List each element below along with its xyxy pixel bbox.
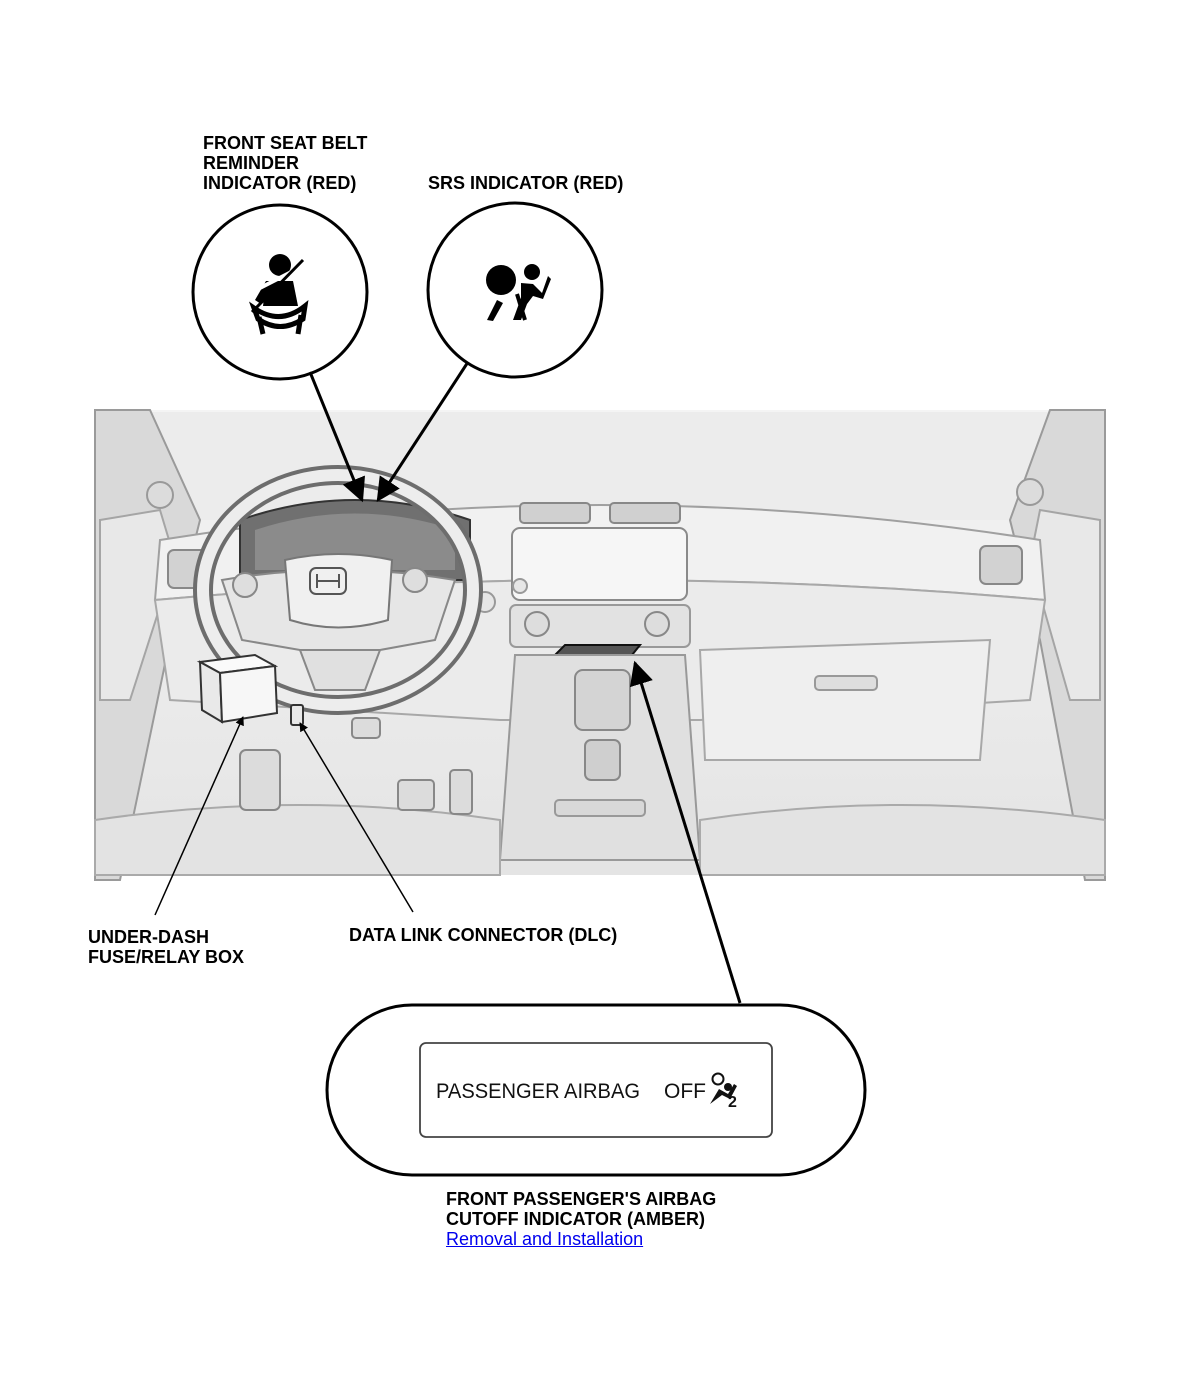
fuse-box-leader bbox=[154, 716, 244, 916]
fuse-box-label-line2: FUSE/RELAY BOX bbox=[88, 947, 245, 967]
passenger-airbag-label: FRONT PASSENGER'S AIRBAG CUTOFF INDICATO… bbox=[446, 1189, 716, 1229]
srs-arrow bbox=[376, 361, 470, 503]
dashboard-illustration bbox=[94, 409, 1106, 881]
seat-belt-label-line2: REMINDER bbox=[203, 153, 300, 173]
panel-icon-digit: 2 bbox=[728, 1094, 737, 1111]
seat-belt-callout-circle bbox=[191, 203, 369, 381]
panel-right-text: OFF bbox=[664, 1080, 706, 1103]
srs-indicator-label: SRS INDICATOR (RED) bbox=[428, 173, 623, 193]
passenger-airbag-off-icon: 2 bbox=[710, 1072, 737, 1111]
srs-callout-circle bbox=[426, 201, 604, 379]
seat-belt-indicator-label: FRONT SEAT BELT REMINDER INDICATOR (RED) bbox=[203, 133, 367, 193]
airbag-icon bbox=[486, 264, 551, 321]
passenger-airbag-label-line1: FRONT PASSENGER'S AIRBAG bbox=[446, 1189, 717, 1209]
passenger-airbag-label-line2: CUTOFF INDICATOR (AMBER) bbox=[446, 1209, 705, 1229]
seat-belt-icon bbox=[248, 254, 309, 335]
dlc-label: DATA LINK CONNECTOR (DLC) bbox=[349, 925, 617, 945]
seat-belt-label-line3: INDICATOR (RED) bbox=[203, 173, 357, 193]
passenger-airbag-arrow bbox=[629, 660, 742, 1004]
data-link-connector bbox=[290, 704, 304, 726]
seat-belt-arrow bbox=[308, 371, 365, 503]
fuse-relay-box bbox=[196, 653, 279, 724]
removal-installation-link[interactable]: Removal and Installation bbox=[446, 1229, 644, 1249]
passenger-airbag-callout: PASSENGER AIRBAG OFF 2 bbox=[325, 1003, 867, 1177]
dlc-label-text: DATA LINK CONNECTOR (DLC) bbox=[349, 925, 618, 945]
seat-belt-label-line1: FRONT SEAT BELT bbox=[203, 133, 368, 153]
fuse-box-label: UNDER-DASH FUSE/RELAY BOX bbox=[88, 927, 244, 967]
fuse-box-label-line1: UNDER-DASH bbox=[88, 927, 209, 947]
panel-left-text: PASSENGER AIRBAG bbox=[436, 1080, 640, 1103]
srs-label-text: SRS INDICATOR (RED) bbox=[428, 173, 624, 193]
dlc-leader bbox=[299, 722, 414, 913]
